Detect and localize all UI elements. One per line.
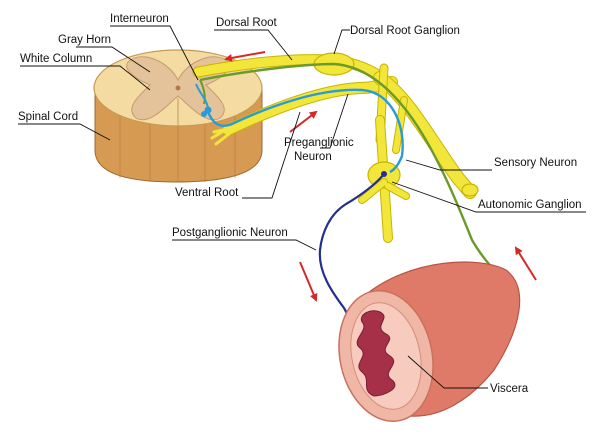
interneuron	[195, 83, 209, 109]
label-viscera: Viscera	[490, 383, 529, 395]
flow-arrow-preganglionic	[289, 110, 318, 133]
viscera-lumen	[356, 310, 396, 397]
label-postganglionic-neuron: Postganglionic Neuron	[172, 227, 288, 239]
flow-arrow-dorsal	[224, 51, 266, 62]
label-interneuron: Interneuron	[110, 13, 169, 25]
label-sensory-neuron: Sensory Neuron	[494, 157, 577, 169]
label-preganglionic-line2: Neuron	[294, 151, 332, 163]
label-gray-horn: Gray Horn	[58, 34, 111, 46]
label-spinal-cord: Spinal Cord	[18, 111, 78, 123]
preganglionic-neuron	[206, 88, 404, 174]
label-autonomic-ganglion: Autonomic Ganglion	[478, 199, 582, 211]
label-dorsal-root-ganglion: Dorsal Root Ganglion	[350, 25, 460, 37]
flow-arrow-sensory	[514, 246, 537, 281]
label-preganglionic-line1: Preganglionic	[284, 137, 354, 149]
flow-arrow-postganglionic	[299, 261, 318, 302]
viscera	[338, 261, 521, 423]
label-white-column: White Column	[20, 53, 92, 65]
leader-lines	[18, 25, 586, 389]
label-ventral-root: Ventral Root	[175, 187, 239, 199]
label-dorsal-root: Dorsal Root	[216, 17, 278, 29]
